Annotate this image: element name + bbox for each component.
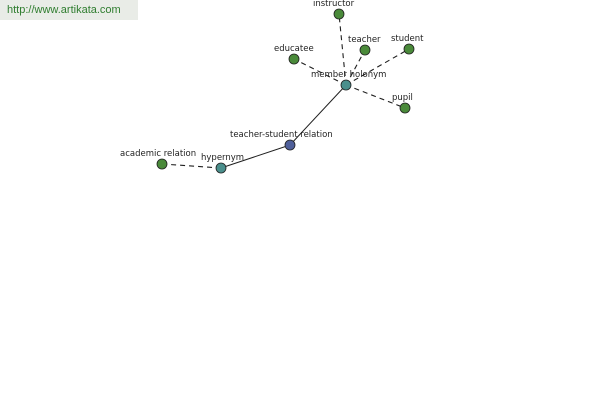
nodes-layer: teacher-student relation hypernym member h… [120, 0, 424, 174]
edges-layer [161, 13, 410, 169]
node-label-teacher-student-relation[interactable]: teacher-student relation [230, 130, 333, 140]
node-dot-hypernym[interactable] [215, 162, 227, 174]
edge-member-holonym-to-pupil [345, 84, 406, 109]
node-dot-member-holonym[interactable] [340, 79, 352, 91]
node-dot-teacher-student-relation[interactable] [284, 139, 296, 151]
node-label-educatee[interactable]: educatee [274, 44, 314, 54]
node-member-holonym[interactable]: member holonym [311, 70, 386, 91]
edge-member-holonym-to-educatee [293, 58, 347, 86]
node-instructor[interactable]: instructor [313, 0, 355, 20]
node-dot-teacher[interactable] [359, 44, 371, 56]
edge-hypernym-to-academic-relation [161, 163, 222, 169]
node-label-instructor[interactable]: instructor [313, 0, 355, 9]
edge-member-holonym-to-instructor [338, 13, 347, 86]
node-hypernym[interactable]: hypernym [201, 153, 244, 174]
edge-member-holonym-to-teacher [345, 49, 366, 86]
node-pupil[interactable]: pupil [392, 93, 413, 114]
node-dot-student[interactable] [403, 43, 415, 55]
url-link[interactable]: http://www.artikata.com [7, 4, 121, 16]
edge-member-holonym-to-student [345, 48, 410, 86]
node-dot-instructor[interactable] [333, 8, 345, 20]
node-label-hypernym[interactable]: hypernym [201, 153, 244, 163]
node-label-member-holonym[interactable]: member holonym [311, 70, 386, 80]
node-teacher[interactable]: teacher [348, 35, 381, 56]
node-label-teacher[interactable]: teacher [348, 35, 381, 45]
node-dot-educatee[interactable] [288, 53, 300, 65]
node-student[interactable]: student [391, 34, 424, 55]
node-teacher-student-relation[interactable]: teacher-student relation [230, 130, 333, 151]
node-academic-relation[interactable]: academic relation [120, 149, 196, 170]
node-label-student[interactable]: student [391, 34, 424, 44]
node-dot-academic-relation[interactable] [156, 158, 168, 170]
node-dot-pupil[interactable] [399, 102, 411, 114]
node-label-pupil[interactable]: pupil [392, 93, 413, 103]
url-banner[interactable]: http://www.artikata.com [0, 0, 138, 20]
edge-teacher-student-relation-to-member-holonym [289, 84, 347, 146]
node-educatee[interactable]: educatee [274, 44, 314, 65]
edge-teacher-student-relation-to-hypernym [220, 144, 291, 169]
node-label-academic-relation[interactable]: academic relation [120, 149, 196, 159]
